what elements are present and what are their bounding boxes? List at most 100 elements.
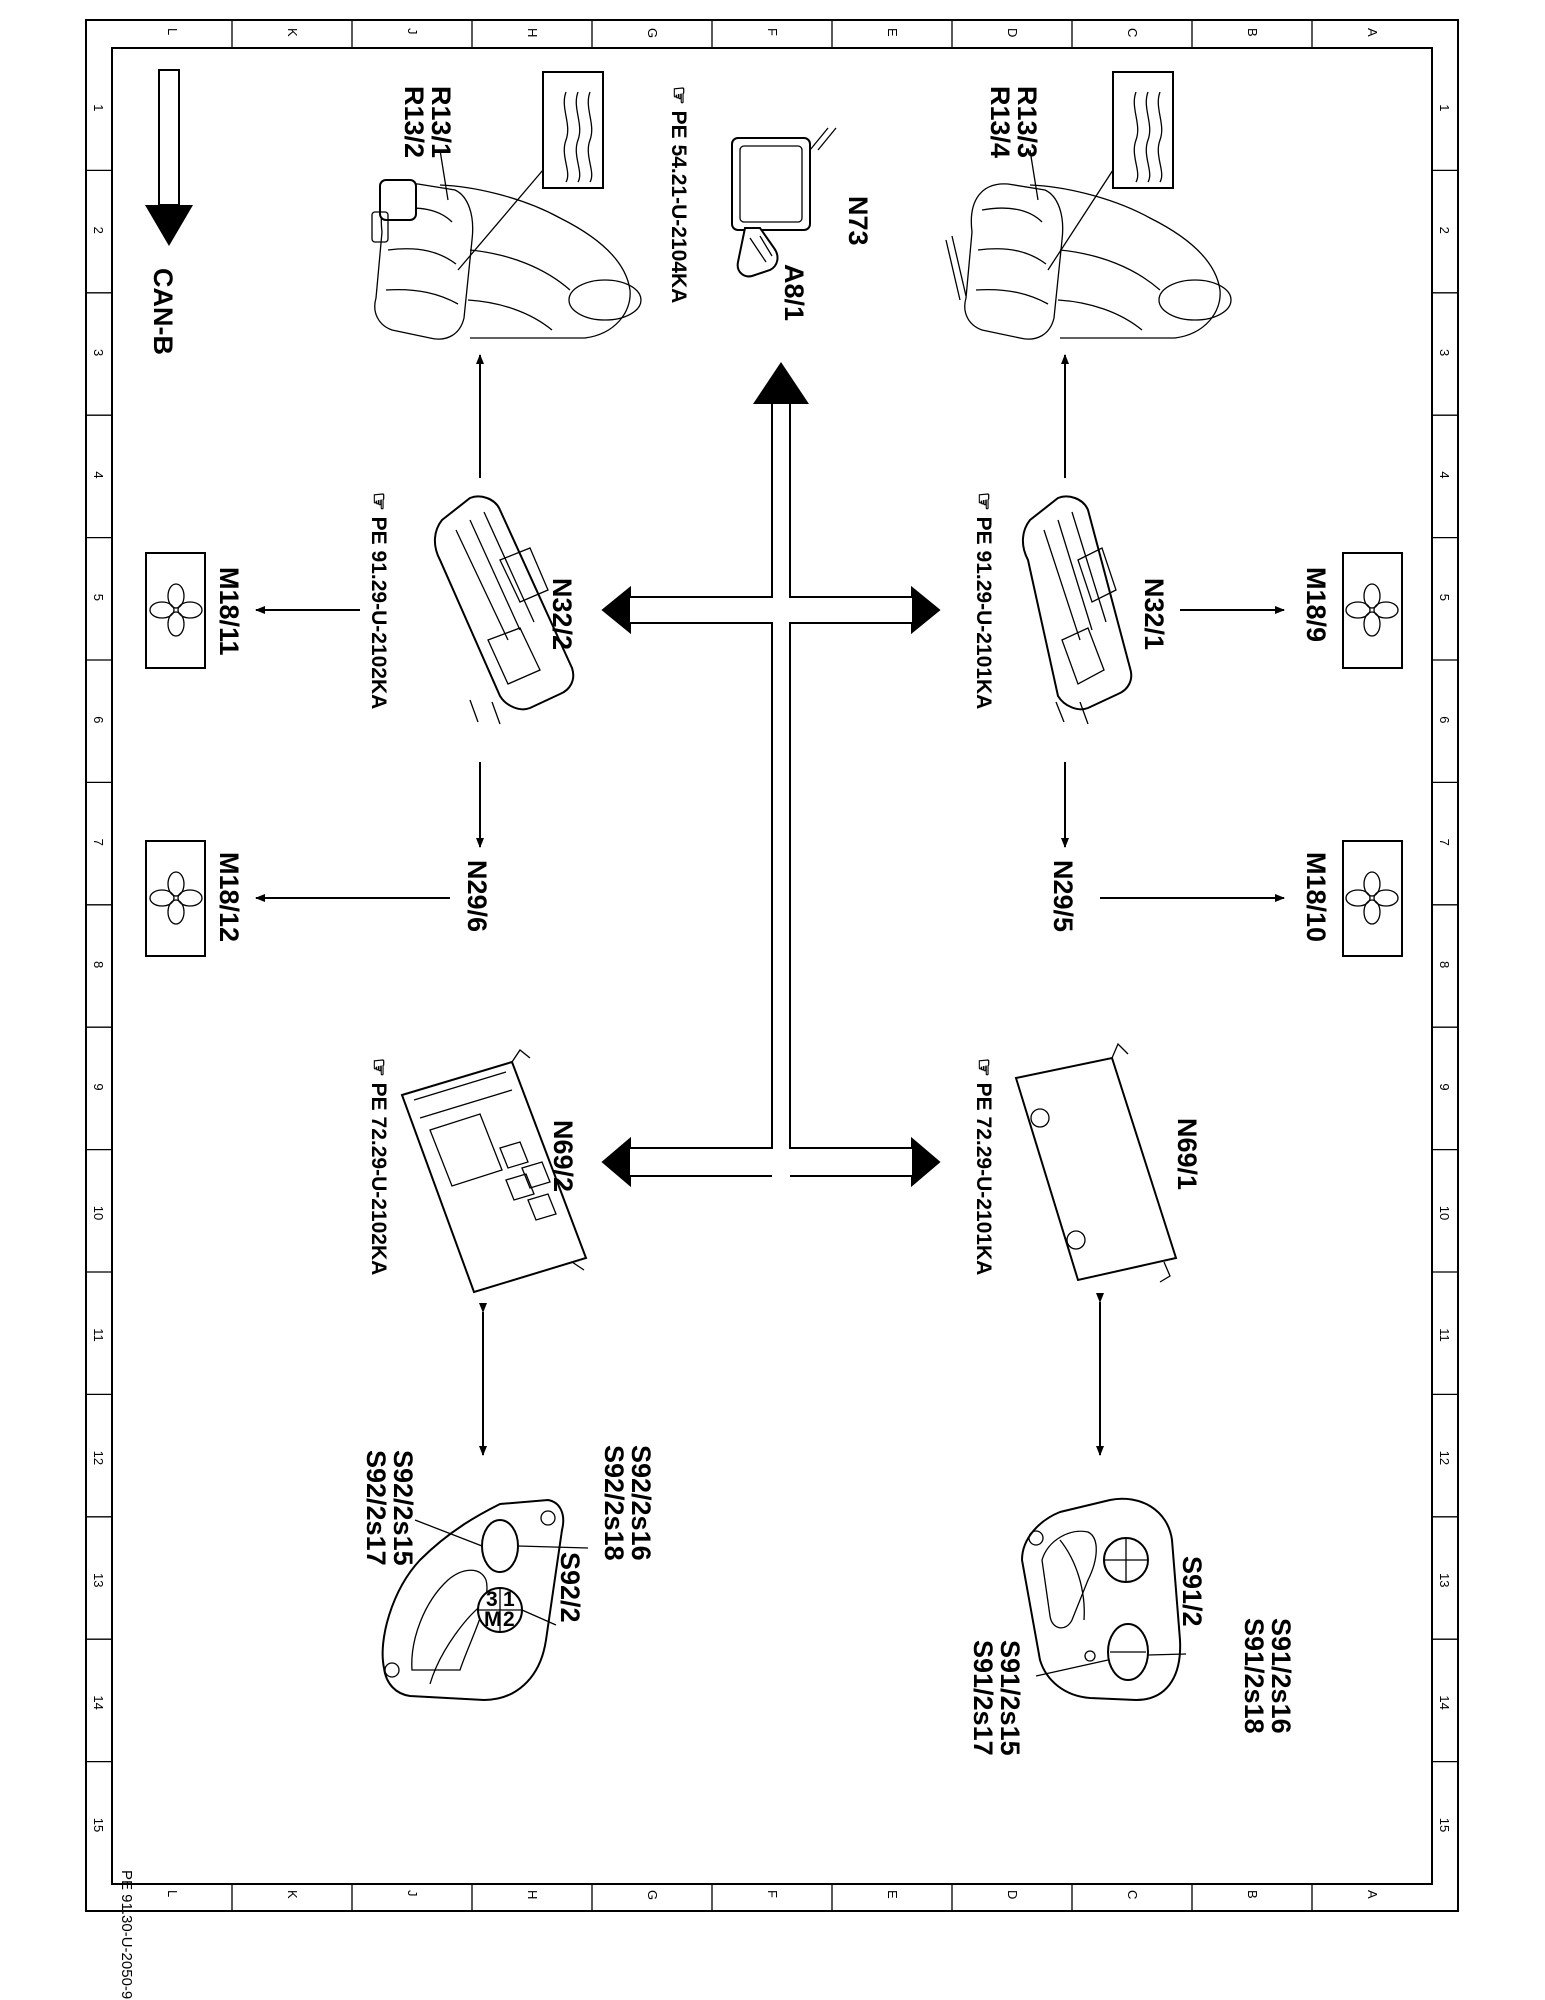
switch-mark-1: 1 <box>503 1588 515 1611</box>
zone-letter-bottom: H <box>525 1890 540 1899</box>
label-s92-2: S92/2 <box>555 1552 585 1623</box>
label-n32-1: N32/1 <box>1139 578 1169 650</box>
ref-pe-72-29-2102: ☞ PE 72.29-U-2102KA <box>367 1058 390 1275</box>
ref-pe-72-29-2101: ☞ PE 72.29-U-2101KA <box>972 1058 995 1275</box>
label-s91-2: S91/2 <box>1177 1556 1207 1627</box>
switch-mark-m: M <box>484 1608 502 1631</box>
zone-number-left: 12 <box>91 1451 106 1465</box>
zone-letter-bottom: G <box>645 1890 660 1900</box>
zone-number-left: 9 <box>91 1083 106 1090</box>
zone-number-right: 1 <box>1437 104 1452 111</box>
zone-number-right: 15 <box>1437 1818 1452 1832</box>
zone-letter-bottom: C <box>1125 1890 1140 1899</box>
label-s92-2s18: S92/2s18 <box>599 1445 629 1561</box>
label-m18-9: M18/9 <box>1301 567 1331 642</box>
label-s91-2s17: S91/2s17 <box>968 1640 998 1756</box>
heater-mat-icon <box>1112 71 1174 189</box>
control-unit-icon <box>434 495 575 711</box>
zone-number-left: 8 <box>91 961 106 968</box>
zone-letter-top: C <box>1125 28 1140 37</box>
zone-number-left: 10 <box>91 1206 106 1220</box>
zone-letter-top: E <box>885 28 900 37</box>
zone-number-right: 12 <box>1437 1451 1452 1465</box>
reference-hand-icon: ☞ <box>667 86 690 111</box>
zone-letter-top: F <box>765 28 780 36</box>
reference-hand-icon: ☞ <box>367 492 390 517</box>
label-s91-2s18: S91/2s18 <box>1239 1618 1269 1734</box>
label-n32-2: N32/2 <box>547 578 577 650</box>
zone-number-right: 8 <box>1437 961 1452 968</box>
switch-mark-2: 2 <box>503 1608 515 1631</box>
label-m18-10: M18/10 <box>1301 852 1331 942</box>
fan-m18-10: M18/10 <box>1301 840 1403 957</box>
zone-letter-top: D <box>1005 28 1020 37</box>
label-r13-3: R13/3 <box>1012 86 1042 158</box>
label-n69-1: N69/1 <box>1172 1118 1202 1190</box>
legend-arrow-icon <box>145 205 193 246</box>
reference-hand-icon: ☞ <box>972 1058 995 1083</box>
seat-icon <box>945 183 1232 340</box>
label-s92-2s17: S92/2s17 <box>361 1450 391 1566</box>
zone-letter-top: H <box>525 28 540 37</box>
label-s91-2s16: S91/2s16 <box>1266 1618 1296 1734</box>
zone-ticks-horizontal <box>231 20 1313 1911</box>
zone-number-right: 11 <box>1437 1328 1452 1342</box>
zone-letter-top: G <box>645 28 660 38</box>
zone-number-right: 14 <box>1437 1695 1452 1709</box>
zone-letter-top: B <box>1245 28 1260 37</box>
ref-pe-91-29-2101: ☞ PE 91.29-U-2101KA <box>972 492 995 709</box>
fan-icon <box>1345 583 1399 637</box>
zone-number-left: 5 <box>91 594 106 601</box>
zone-number-right: 3 <box>1437 349 1452 356</box>
zone-letter-bottom: B <box>1245 1890 1260 1899</box>
seat-switch-icon <box>1020 1497 1182 1702</box>
label-r13-2: R13/2 <box>399 86 429 158</box>
switch-s92-2: 1 2 3 M S92/2s16 S92/2s18 S92/2 S92/2s15… <box>361 1445 656 1702</box>
fan-m18-12: M18/12 <box>145 840 244 957</box>
zone-number-right: 4 <box>1437 471 1452 478</box>
zone-number-right: 9 <box>1437 1083 1452 1090</box>
switch-mark-3: 3 <box>486 1588 498 1611</box>
label-r13-4: R13/4 <box>985 86 1015 158</box>
label-m18-11: M18/11 <box>214 567 244 656</box>
left-seat-heater: R13/1 R13/2 <box>371 71 642 340</box>
ref-pe-54-21: ☞ PE 54.21-U-2104KA <box>667 86 690 303</box>
zone-letter-top: K <box>285 28 300 37</box>
zone-letter-bottom: J <box>405 1890 420 1897</box>
label-a8-1: A8/1 <box>779 264 809 321</box>
door-control-unit-icon <box>400 1060 588 1294</box>
zone-letter-bottom: F <box>765 1890 780 1898</box>
zone-letter-top: L <box>165 28 180 35</box>
zone-letter-bottom: E <box>885 1890 900 1899</box>
zone-number-right: 13 <box>1437 1573 1452 1587</box>
signal-arrows <box>255 354 1285 1456</box>
label-s92-2s15: S92/2s15 <box>388 1450 418 1566</box>
zone-number-right: 5 <box>1437 594 1452 601</box>
zone-letter-bottom: D <box>1005 1890 1020 1899</box>
zone-number-left: 2 <box>91 227 106 234</box>
bus-arrow-up-icon <box>753 362 809 404</box>
fan-m18-11: M18/11 <box>145 552 244 669</box>
can-b-bus <box>601 362 941 1188</box>
module-n32-2: N32/2 ☞ PE 91.29-U-2102KA <box>367 492 577 725</box>
module-n69-1: N69/1 ☞ PE 72.29-U-2101KA <box>972 1042 1202 1283</box>
reference-hand-icon: ☞ <box>367 1058 390 1083</box>
zone-letter-bottom: A <box>1365 1890 1380 1899</box>
zone-number-left: 13 <box>91 1573 106 1587</box>
reference-hand-icon: ☞ <box>972 492 995 517</box>
zone-ticks-vertical <box>86 169 1458 1763</box>
rocker-knob-icon <box>481 1519 519 1573</box>
zone-number-right: 10 <box>1437 1206 1452 1220</box>
zone-number-right: 6 <box>1437 716 1452 723</box>
seat-icon <box>371 179 642 340</box>
zone-number-left: 4 <box>91 471 106 478</box>
can-b-legend: CAN-B <box>145 69 193 355</box>
label-n73: N73 <box>843 196 873 246</box>
heater-mat-icon <box>542 71 604 189</box>
label-n29-5: N29/5 <box>1048 860 1078 932</box>
module-n69-2: N69/2 ☞ PE 72.29-U-2102KA <box>367 1049 588 1294</box>
zone-letter-bottom: K <box>285 1890 300 1899</box>
